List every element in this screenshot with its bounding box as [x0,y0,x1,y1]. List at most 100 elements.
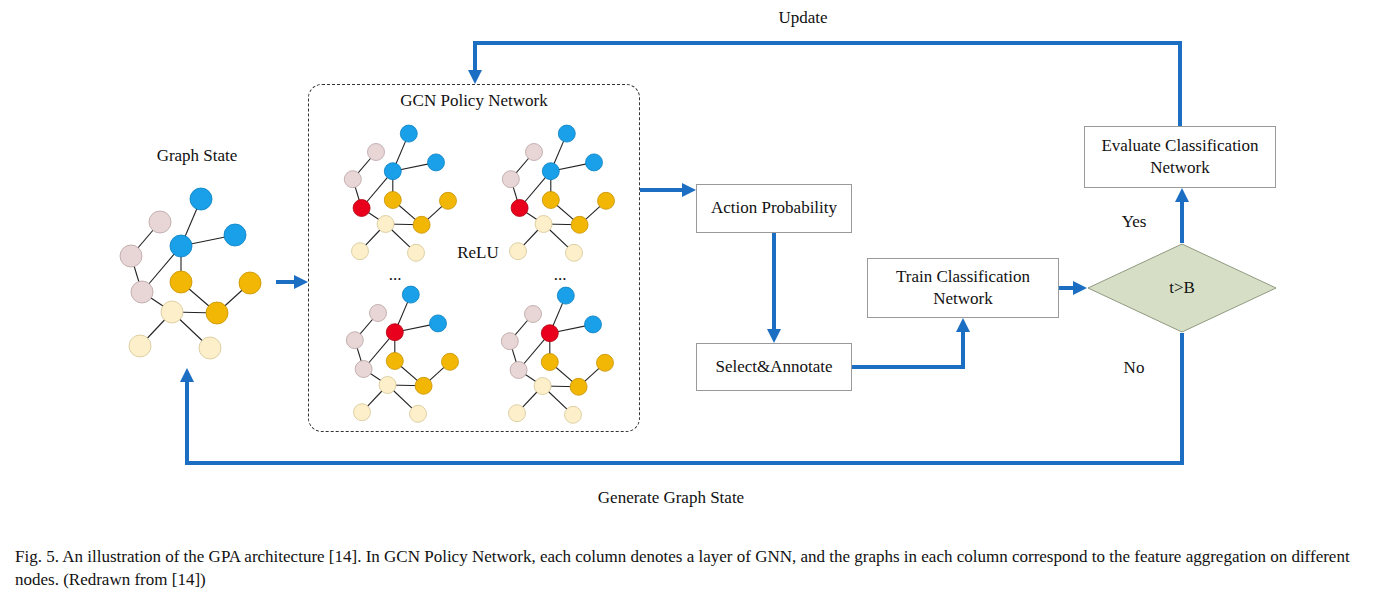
graph-node [566,244,583,261]
graph-node [190,188,212,210]
graph-node [344,171,361,188]
process-box: Select&Annotate [696,343,852,391]
process-box: Train Classification Network [867,258,1059,318]
graph-node [534,378,551,395]
graph-node [402,286,419,303]
graph-node [598,192,615,209]
graph-node [442,353,459,370]
graph-node [352,243,369,260]
arrow-tip [774,233,775,343]
graph-state-drawing [120,188,261,359]
ellipsis: ... [386,264,405,285]
graph-node [571,216,588,233]
graph-node [541,354,558,371]
branch-label: No [1121,357,1148,378]
ellipsis: ... [551,264,570,285]
graph-node [170,271,192,293]
graph-node [206,302,228,324]
flow-arrow [187,333,1182,463]
arrow-tip [475,43,476,84]
aggregation-graph [344,125,456,261]
graph-node [129,335,151,357]
graph-node [415,377,432,394]
process-box: Evaluate Classification Network [1084,126,1276,188]
arrow-label: Generate Graph State [595,487,747,508]
graph-node [384,192,401,209]
arrow-tip [963,318,964,367]
graph-node [525,306,542,323]
arrow-tip [1059,288,1087,289]
graph-node [386,324,403,341]
graph-node [410,405,427,422]
graph-node [510,243,527,260]
aggregation-graph [346,286,458,422]
graph-node [565,406,582,423]
graph-node [570,378,587,395]
graph-node [400,125,417,142]
graph-node [501,333,518,350]
box-text: Train Classification Network [876,266,1050,310]
box-text: Evaluate Classification Network [1093,135,1267,179]
region-heading: GCN Policy Network [309,90,639,112]
graph-node [502,171,519,188]
graph-node [542,192,559,209]
graph-node [558,125,575,142]
activation-label: ReLU [454,242,502,263]
graph-node [149,211,171,233]
graph-node [430,315,447,332]
graph-node [346,332,363,349]
arrow-tip [1182,188,1183,243]
aggregation-graph [501,287,613,423]
graph-node [354,404,371,421]
graph-node [199,337,221,359]
graph-node [597,354,614,371]
flow-arrow [1180,196,1184,243]
graph-node [131,281,153,303]
graph-node [368,144,385,161]
graph-node [355,361,372,378]
graph-node [541,325,558,342]
arrow-label: Update [775,7,830,28]
graph-node [384,163,401,180]
graph-node [224,224,246,246]
flow-arrow [772,233,776,335]
graph-node [377,216,394,233]
aggregation-graph [502,125,614,261]
graph-node [542,163,559,180]
graph-node [440,192,457,209]
region-heading: Graph State [118,145,276,167]
graph-node [509,405,526,422]
graph-node [586,154,603,171]
graph-node [510,362,527,379]
graph-node [370,305,387,322]
arrow-tip [187,368,188,463]
graph-node [386,353,403,370]
arrow-tip [276,282,308,283]
graph-node [413,216,430,233]
graph-node [239,272,261,294]
graph-node [585,316,602,333]
graph-node [170,235,192,257]
graph-node [161,301,183,323]
box-text: Select&Annotate [715,356,832,378]
arrow-tip [640,190,696,191]
branch-label: Yes [1119,211,1150,232]
figure-caption: Fig. 5. An illustration of the GPA archi… [15,546,1383,592]
flow-arrow [640,188,688,192]
box-text: t>B [1169,277,1195,299]
flow-arrow [1059,286,1079,290]
process-box: Action Probability [696,184,852,233]
graph-node [120,245,142,267]
graph-node [379,377,396,394]
graph-node [428,154,445,171]
box-text: Action Probability [711,197,837,219]
graph-node [526,144,543,161]
graph-node [511,200,528,217]
diamond-shape [1088,244,1276,332]
decision-diamond: t>B [1087,243,1277,333]
graph-state-region: Graph State [118,140,276,368]
graph-node [535,216,552,233]
flow-arrow [852,326,963,367]
graph-node [557,287,574,304]
graph-node [353,200,370,217]
